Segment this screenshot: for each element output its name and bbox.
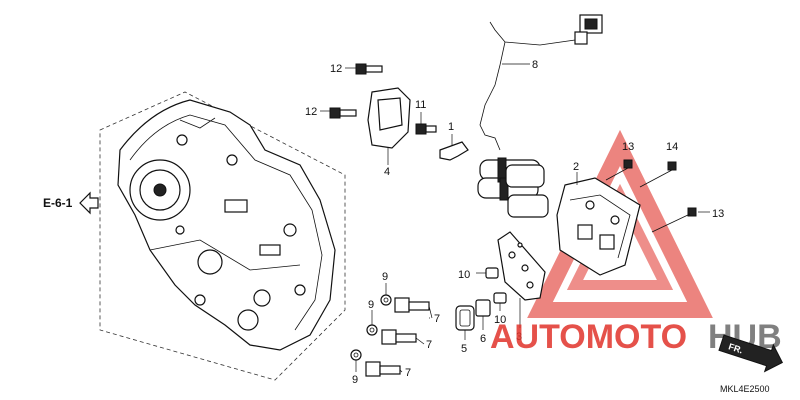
callout-7-b: 7 [426, 339, 432, 351]
callout-4: 4 [384, 166, 390, 178]
callout-14: 14 [666, 141, 678, 153]
part-7-switch-1 [394, 297, 430, 319]
part-6-filter [475, 299, 491, 330]
callout-9-b: 9 [368, 299, 374, 311]
part-8-wire-harness [479, 14, 603, 151]
part-2-valve-body [556, 172, 641, 276]
callout-12-lower: 12 [305, 106, 317, 118]
front-direction-label: FR. [727, 341, 744, 355]
callout-13-upper: 13 [622, 141, 634, 153]
callout-9-c: 9 [352, 374, 358, 386]
part-9-washer-1 [380, 283, 392, 306]
callout-5: 5 [461, 343, 467, 355]
part-10-dowel-lower [493, 292, 507, 311]
cover-dashed-outline [99, 91, 346, 381]
callout-12-upper: 12 [330, 63, 342, 75]
part-13-bolt-upper [605, 159, 633, 181]
callout-10-upper: 10 [458, 269, 470, 281]
watermark-brand-red: AUTOMOTO [490, 318, 687, 356]
reference-label: E-6-1 [43, 196, 73, 210]
part-9-washer-3 [350, 349, 362, 372]
part-5-seal [455, 305, 475, 340]
callout-6: 6 [480, 333, 486, 345]
part-9-washer-2 [366, 310, 378, 336]
part-12-bolt-upper [345, 63, 383, 75]
callout-7-c: 7 [405, 367, 411, 379]
callout-2: 2 [573, 161, 579, 173]
part-3-gasket-plate [497, 231, 546, 328]
part-14-bolt [639, 161, 677, 188]
callout-3: 3 [516, 331, 522, 343]
part-11-bolt [415, 112, 437, 135]
part-7-switch-2 [381, 329, 417, 345]
callout-11: 11 [415, 99, 426, 111]
callout-7-a: 7 [434, 313, 440, 325]
solenoid-valves [477, 157, 549, 218]
part-13-bolt-lower [651, 207, 710, 233]
diagram-code: MKL4E2500 [720, 384, 770, 394]
callout-13-lower: 13 [712, 208, 724, 220]
callout-8: 8 [532, 59, 538, 71]
part-1-clip [439, 134, 469, 161]
part-4-bracket [367, 87, 411, 165]
part-7-switch-3 [365, 361, 401, 377]
part-10-dowel-upper [476, 267, 499, 279]
callout-1: 1 [448, 121, 454, 133]
reference-arrow: E-6-1 [43, 191, 99, 215]
callout-10-lower: 10 [494, 314, 506, 326]
callout-9-a: 9 [382, 271, 388, 283]
front-direction-arrow: FR. [718, 334, 784, 373]
part-12-bolt-lower [320, 107, 357, 119]
crankcase-cover [117, 99, 336, 351]
